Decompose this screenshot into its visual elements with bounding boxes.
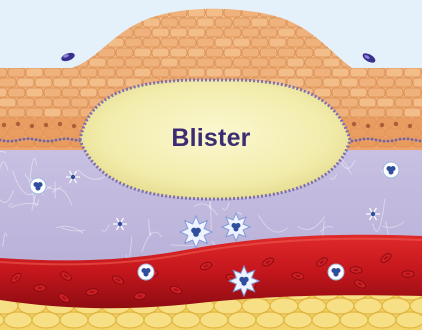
neutrophil-icon <box>138 264 154 280</box>
dendritic-cell-icon <box>180 216 212 248</box>
neutrophil-icon <box>30 178 46 194</box>
dendritic-cell-icon <box>229 266 259 296</box>
neutrophil-icon <box>328 264 344 280</box>
blister-label: Blister <box>0 124 422 153</box>
neutrophil-icon <box>383 162 399 178</box>
dendritic-cell-icon <box>222 213 250 241</box>
